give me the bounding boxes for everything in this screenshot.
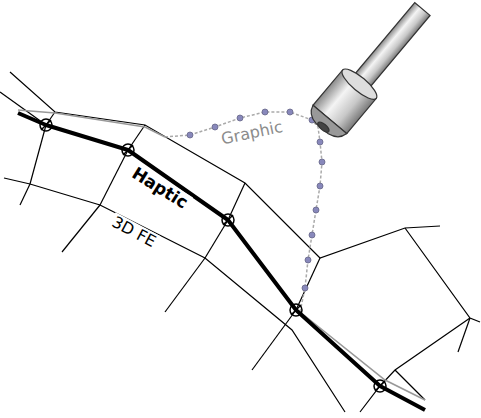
haptic-line — [18, 113, 425, 410]
haptic-tool — [305, 0, 440, 144]
graphic-surface — [18, 110, 165, 137]
fe-mesh — [0, 72, 480, 412]
graphic-points — [187, 109, 325, 291]
graphic-deformed — [165, 112, 322, 312]
haptic-nodes — [40, 119, 386, 392]
mesh-label: 3D FE — [107, 212, 160, 251]
graphic-surface — [300, 312, 425, 400]
